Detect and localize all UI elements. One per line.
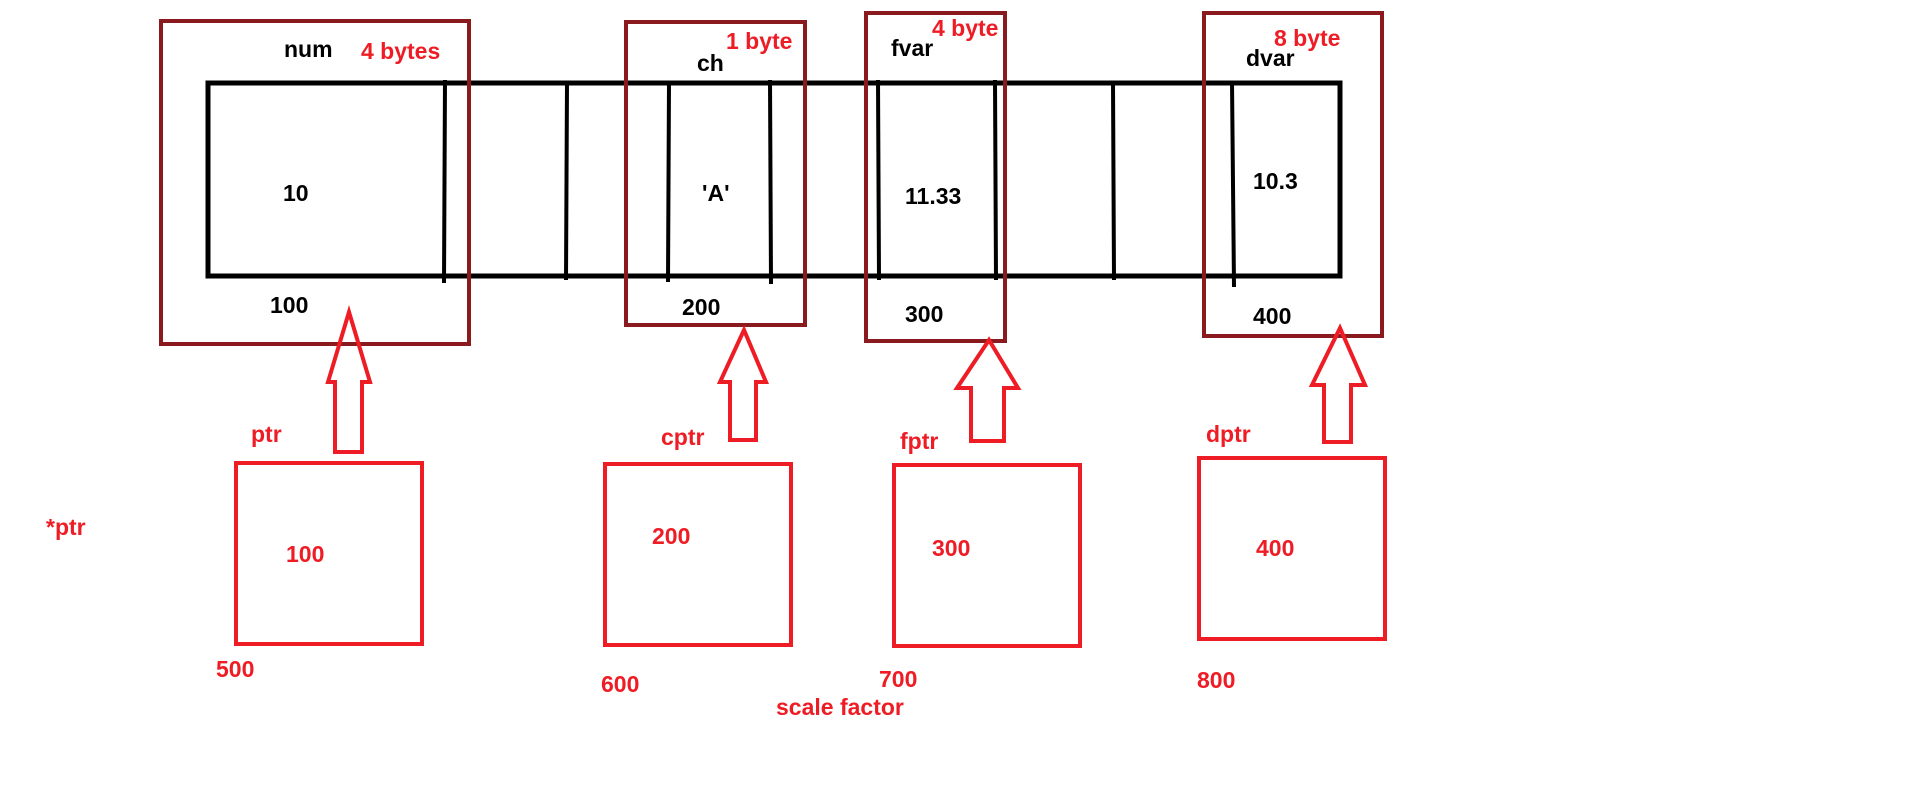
ch-size: 1 byte <box>726 28 793 54</box>
ch-name: ch <box>697 50 724 76</box>
fptr-address: 700 <box>879 666 918 692</box>
memory-cell-divider <box>993 79 998 281</box>
memory-cell-divider <box>442 79 447 284</box>
dptr-value: 400 <box>1256 535 1295 561</box>
fvar-address: 300 <box>905 301 944 327</box>
fptr-value: 300 <box>932 535 971 561</box>
dvar-value: 10.3 <box>1253 168 1298 194</box>
dvar-variable-box <box>1202 11 1384 338</box>
deref-label: *ptr <box>46 514 86 540</box>
fptr-name: fptr <box>900 428 939 454</box>
dptr-address: 800 <box>1197 667 1236 693</box>
num-name: num <box>284 36 333 62</box>
dvar-address: 400 <box>1253 303 1292 329</box>
dptr-name: dptr <box>1206 421 1251 447</box>
dvar-size: 8 byte <box>1274 25 1341 51</box>
ch-variable-box <box>624 20 807 327</box>
memory-cell-divider <box>564 81 569 281</box>
fvar-size: 4 byte <box>932 15 999 41</box>
cptr-name: cptr <box>661 424 705 450</box>
dptr-box <box>1197 456 1387 641</box>
ch-value: 'A' <box>702 180 730 206</box>
scale-factor-label: scale factor <box>776 694 904 720</box>
ptr-arrow <box>325 305 373 454</box>
fptr-arrow <box>953 336 1022 443</box>
ptr-value: 100 <box>286 541 325 567</box>
fvar-value: 11.33 <box>905 183 962 209</box>
ch-address: 200 <box>682 294 721 320</box>
fptr-box <box>892 463 1082 648</box>
num-variable-box <box>159 19 471 346</box>
cptr-box <box>603 462 793 647</box>
num-value: 10 <box>283 180 309 206</box>
cptr-value: 200 <box>652 523 691 549</box>
fvar-variable-box <box>864 11 1007 343</box>
memory-cell-divider <box>666 81 671 283</box>
fvar-name: fvar <box>891 35 934 61</box>
dptr-arrow <box>1308 323 1369 444</box>
ptr-name: ptr <box>251 421 282 447</box>
memory-cell-divider <box>1230 81 1236 288</box>
dvar-name: dvar <box>1246 45 1295 71</box>
cptr-arrow <box>716 325 770 442</box>
memory-strip <box>205 80 1343 279</box>
num-address: 100 <box>270 292 309 318</box>
memory-cell-divider <box>1111 81 1116 281</box>
num-size: 4 bytes <box>361 38 441 64</box>
memory-cell-divider <box>768 79 773 285</box>
cptr-address: 600 <box>601 671 640 697</box>
memory-cell-divider <box>876 79 881 281</box>
ptr-address: 500 <box>216 656 255 682</box>
ptr-box <box>234 461 424 646</box>
